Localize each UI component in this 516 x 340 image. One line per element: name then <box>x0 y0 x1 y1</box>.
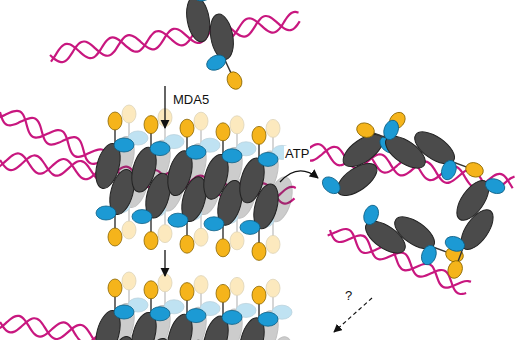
card-domain <box>158 225 172 243</box>
arrow-label: ? <box>344 288 353 304</box>
rna-strand <box>0 111 112 170</box>
mda5-monomer <box>127 281 174 340</box>
ctd-domain <box>439 158 459 182</box>
mda5-monomer <box>235 126 282 260</box>
ctd-domain <box>319 173 343 197</box>
rna-strand <box>50 16 300 62</box>
arrow-label: ATP <box>284 146 310 162</box>
card-domain <box>224 69 244 91</box>
mda5-monomer <box>199 284 246 340</box>
ctd-domain <box>204 217 224 231</box>
card-domain <box>194 276 208 294</box>
helicase-lobe <box>263 334 296 340</box>
step-arrow <box>164 86 165 128</box>
card-domain <box>266 119 280 137</box>
card-domain <box>108 279 122 297</box>
ctd-domain <box>114 305 134 319</box>
arrow-label: MDA5 <box>172 92 210 108</box>
card-domain <box>180 283 194 301</box>
rna-strand <box>0 316 111 340</box>
card-domain <box>230 116 244 134</box>
step-arrow <box>164 250 165 276</box>
card-domain <box>108 112 122 130</box>
card-domain <box>355 121 377 140</box>
mda5-monomer <box>163 283 210 340</box>
rna-strand <box>51 12 299 62</box>
ctd-domain <box>222 149 242 163</box>
card-domain <box>216 284 230 302</box>
ctd-domain <box>192 0 216 4</box>
ctd-domain <box>168 213 188 227</box>
card-domain <box>144 281 158 299</box>
card-domain <box>216 239 230 257</box>
card-domain <box>266 279 280 297</box>
ctd-domain <box>114 138 134 152</box>
mda5-monomer <box>235 286 282 340</box>
card-domain <box>144 232 158 250</box>
card-domain <box>194 228 208 246</box>
card-domain <box>144 116 158 134</box>
rna-strand <box>0 318 109 340</box>
ctd-domain <box>150 307 170 321</box>
card-domain <box>230 232 244 250</box>
ctd-domain <box>381 118 401 142</box>
mda5-monomer <box>349 105 491 195</box>
card-domain <box>266 235 280 253</box>
card-domain <box>122 272 136 290</box>
card-domain <box>108 228 122 246</box>
card-domain <box>252 126 266 144</box>
helicase-lobe <box>332 157 382 201</box>
ctd-domain <box>96 206 116 220</box>
ctd-domain <box>483 176 507 196</box>
helicase-lobe <box>183 0 213 44</box>
mda5-monomer <box>91 279 138 340</box>
ctd-domain <box>204 52 228 73</box>
card-domain <box>194 112 208 130</box>
ctd-domain <box>258 152 278 166</box>
mda5-monomer <box>171 0 259 99</box>
card-domain <box>180 235 194 253</box>
ctd-domain <box>240 220 260 234</box>
card-domain <box>216 123 230 141</box>
ctd-domain <box>443 234 467 254</box>
card-domain <box>464 160 486 179</box>
helicase-lobe <box>207 12 237 61</box>
card-domain <box>252 242 266 260</box>
ctd-domain <box>258 312 278 326</box>
card-domain <box>122 221 136 239</box>
ctd-domain <box>186 309 206 323</box>
ctd-domain <box>361 203 381 227</box>
ctd-domain <box>132 210 152 224</box>
mda5-monomer <box>430 168 511 286</box>
step-arrow <box>280 171 318 182</box>
ctd-domain <box>222 310 242 324</box>
ctd-domain <box>186 145 206 159</box>
card-domain <box>158 274 172 292</box>
ctd-domain <box>419 243 439 267</box>
card-domain <box>180 119 194 137</box>
ctd-domain <box>150 142 170 156</box>
card-domain <box>230 277 244 295</box>
mda5-monomer <box>353 199 471 280</box>
card-domain <box>122 105 136 123</box>
card-domain <box>252 286 266 304</box>
card-domain <box>446 259 465 281</box>
